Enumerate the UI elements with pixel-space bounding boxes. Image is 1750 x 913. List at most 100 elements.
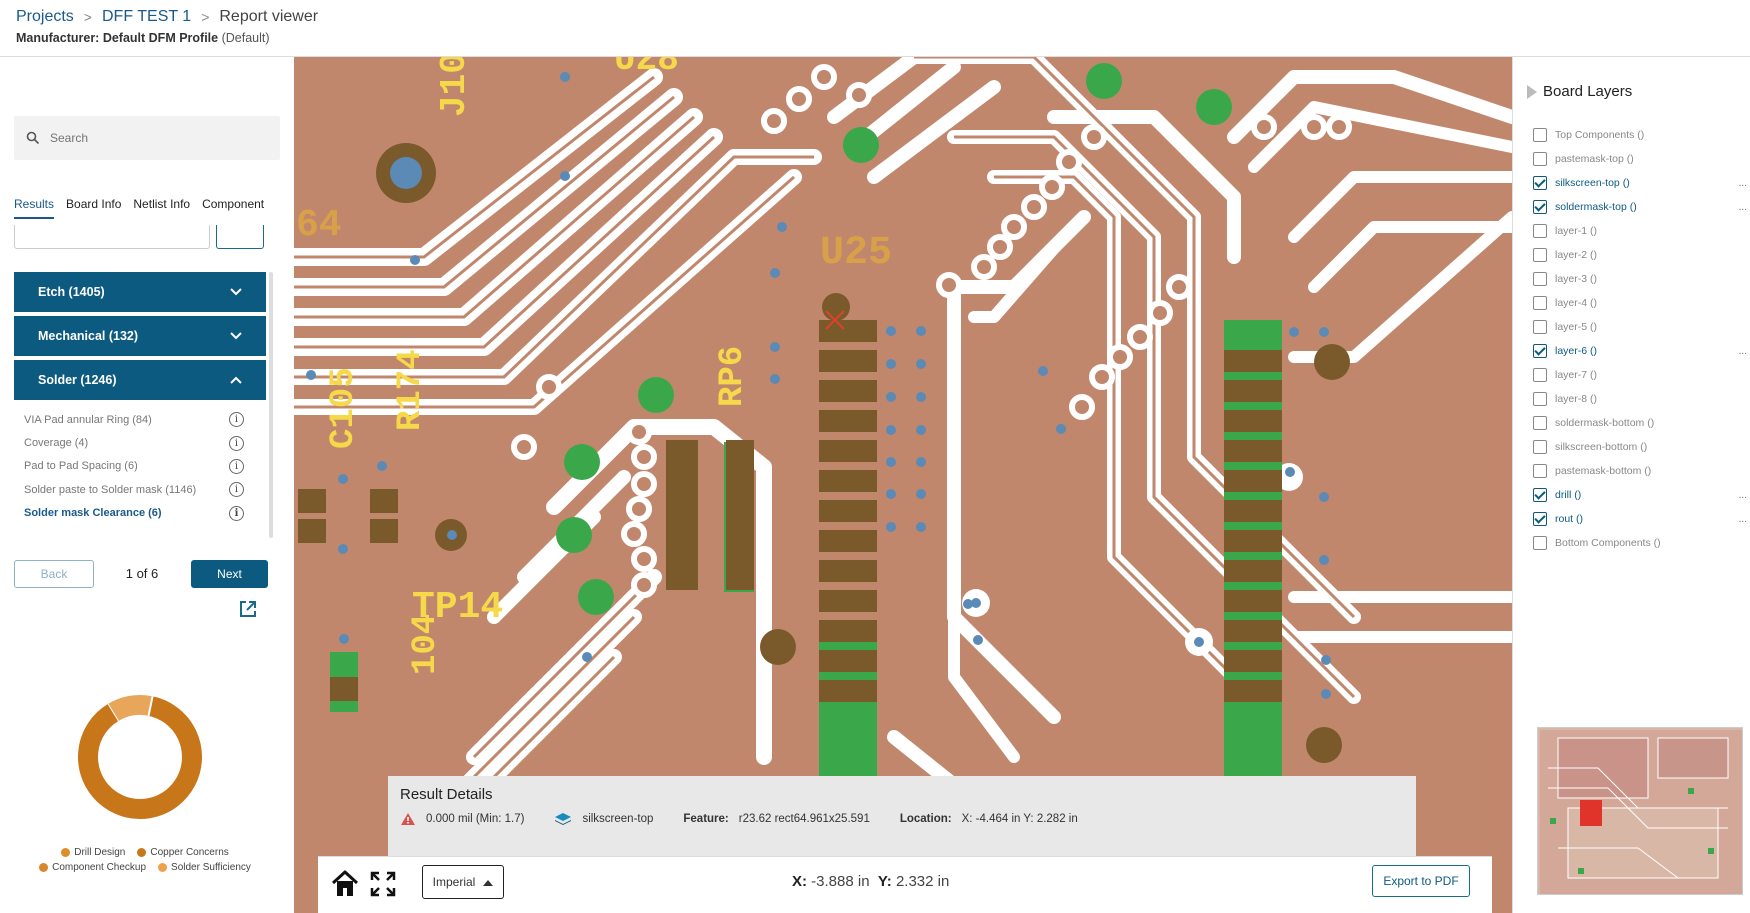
layer-checkbox[interactable] [1533, 464, 1547, 478]
silkscreen-label: R174 [392, 349, 430, 431]
info-icon[interactable]: i [229, 458, 244, 474]
layer-checkbox[interactable] [1533, 368, 1547, 382]
layer-checkbox[interactable] [1533, 488, 1547, 502]
donut-slice[interactable] [107, 695, 153, 722]
list-item[interactable]: VIA Pad annular Ring (84) i [24, 408, 266, 431]
minimap-rendering[interactable] [1538, 728, 1744, 896]
layer-checkbox[interactable] [1533, 392, 1547, 406]
next-button[interactable]: Next [191, 560, 268, 588]
layer-checkbox[interactable] [1533, 512, 1547, 526]
list-item-label: Solder paste to Solder mask (1146) [24, 483, 197, 496]
layer-row[interactable]: soldermask-top ()... [1533, 195, 1747, 219]
more-options-icon[interactable]: ... [1738, 513, 1747, 525]
legend-dot [39, 863, 49, 872]
more-options-icon[interactable]: ... [1738, 345, 1747, 357]
list-item[interactable]: Solder paste to Solder mask (1146) i [24, 478, 266, 501]
layer-checkbox[interactable] [1533, 272, 1547, 286]
layer-row[interactable]: layer-5 () [1533, 315, 1747, 339]
layer-checkbox[interactable] [1533, 200, 1547, 214]
layer-label: layer-5 () [1555, 321, 1598, 333]
layer-row[interactable]: layer-8 () [1533, 387, 1747, 411]
layer-row[interactable]: layer-3 () [1533, 267, 1747, 291]
layer-row[interactable]: silkscreen-top ()... [1533, 171, 1747, 195]
layer-checkbox[interactable] [1533, 176, 1547, 190]
tab-board-info[interactable]: Board Info [66, 197, 122, 211]
export-pdf-button[interactable]: Export to PDF [1372, 865, 1470, 897]
search-box[interactable] [14, 116, 280, 160]
info-icon[interactable]: i [229, 435, 244, 451]
popout-icon[interactable] [238, 599, 258, 619]
cursor-coordinates: X: -3.888 in Y: 2.332 in [792, 873, 949, 890]
search-input[interactable] [50, 131, 250, 145]
pcb-canvas[interactable]: U28 J10 64 U25 RP6 R174 C105 TP14 104 [294, 57, 1512, 913]
layer-row[interactable]: Bottom Components () [1533, 531, 1747, 555]
layers-icon [555, 813, 572, 825]
list-item[interactable]: Pad to Pad Spacing (6) i [24, 455, 266, 478]
layer-checkbox[interactable] [1533, 152, 1547, 166]
board-layers-header[interactable]: Board Layers [1527, 83, 1632, 100]
category-etch[interactable]: Etch (1405) [14, 272, 266, 312]
donut-chart [78, 695, 202, 819]
info-icon[interactable]: i [229, 505, 244, 521]
category-solder[interactable]: Solder (1246) [14, 360, 266, 400]
tab-results[interactable]: Results [14, 197, 55, 219]
filter-input[interactable] [14, 225, 210, 249]
layer-row[interactable]: rout ()... [1533, 507, 1747, 531]
back-button[interactable]: Back [14, 560, 94, 588]
layer-checkbox[interactable] [1533, 224, 1547, 238]
list-scrollbar[interactable] [269, 272, 273, 538]
layer-checkbox[interactable] [1533, 296, 1547, 310]
silkscreen-label: TP14 [412, 586, 503, 629]
layer-label: layer-2 () [1555, 249, 1598, 261]
layer-row[interactable]: soldermask-bottom () [1533, 411, 1747, 435]
layer-row[interactable]: Top Components () [1533, 123, 1747, 147]
bottom-toolbar: Imperial X: -3.888 in Y: 2.332 in Export… [318, 856, 1492, 913]
caret-up-icon [483, 879, 494, 886]
layer-label: layer-1 () [1555, 225, 1598, 237]
info-icon[interactable]: i [229, 482, 244, 498]
pcb-rendering[interactable]: U28 J10 64 U25 RP6 R174 C105 TP14 104 [294, 57, 1512, 913]
layer-checkbox[interactable] [1533, 128, 1547, 142]
filter-row [14, 225, 264, 253]
layer-row[interactable]: pastemask-top () [1533, 147, 1747, 171]
layer-checkbox[interactable] [1533, 320, 1547, 334]
search-icon [26, 131, 40, 145]
layer-row[interactable]: layer-7 () [1533, 363, 1747, 387]
layer-checkbox[interactable] [1533, 440, 1547, 454]
layer-label: layer-3 () [1555, 273, 1598, 285]
info-icon[interactable]: i [229, 412, 244, 428]
layer-row[interactable]: drill ()... [1533, 483, 1747, 507]
breadcrumb-projects[interactable]: Projects [16, 8, 74, 25]
layer-checkbox[interactable] [1533, 416, 1547, 430]
more-options-icon[interactable]: ... [1738, 177, 1747, 189]
layer-checkbox[interactable] [1533, 248, 1547, 262]
category-mechanical[interactable]: Mechanical (132) [14, 316, 266, 356]
layer-label: layer-8 () [1555, 393, 1598, 405]
legend-item: Copper Concerns [137, 847, 229, 858]
tab-netlist-info[interactable]: Netlist Info [133, 197, 191, 211]
tab-component[interactable]: Component [202, 197, 265, 211]
more-options-icon[interactable]: ... [1738, 201, 1747, 213]
layer-row[interactable]: layer-1 () [1533, 219, 1747, 243]
layer-row[interactable]: silkscreen-bottom () [1533, 435, 1747, 459]
chart-legend: Drill Design Copper Concerns Component C… [10, 847, 280, 877]
breadcrumb-project[interactable]: DFF TEST 1 [101, 8, 192, 25]
layer-checkbox[interactable] [1533, 536, 1547, 550]
layer-row[interactable]: layer-4 () [1533, 291, 1747, 315]
layer-row[interactable]: layer-6 ()... [1533, 339, 1747, 363]
board-minimap[interactable] [1537, 727, 1743, 895]
layer-row[interactable]: layer-2 () [1533, 243, 1747, 267]
list-item[interactable]: Coverage (4) i [24, 431, 266, 454]
layer-row[interactable]: pastemask-bottom () [1533, 459, 1747, 483]
donut-slice[interactable] [78, 696, 202, 819]
units-select[interactable]: Imperial [422, 865, 504, 899]
fullscreen-icon[interactable] [370, 871, 396, 897]
chevron-up-icon [230, 376, 242, 384]
more-options-icon[interactable]: ... [1738, 489, 1747, 501]
filter-button[interactable] [216, 225, 264, 249]
layer-checkbox[interactable] [1533, 344, 1547, 358]
feature-value: r23.62 rect64.961x25.591 [738, 813, 870, 825]
solder-items: VIA Pad annular Ring (84) i Coverage (4)… [14, 404, 266, 525]
list-item-selected[interactable]: Solder mask Clearance (6) i [24, 502, 266, 525]
home-icon[interactable] [330, 869, 360, 899]
